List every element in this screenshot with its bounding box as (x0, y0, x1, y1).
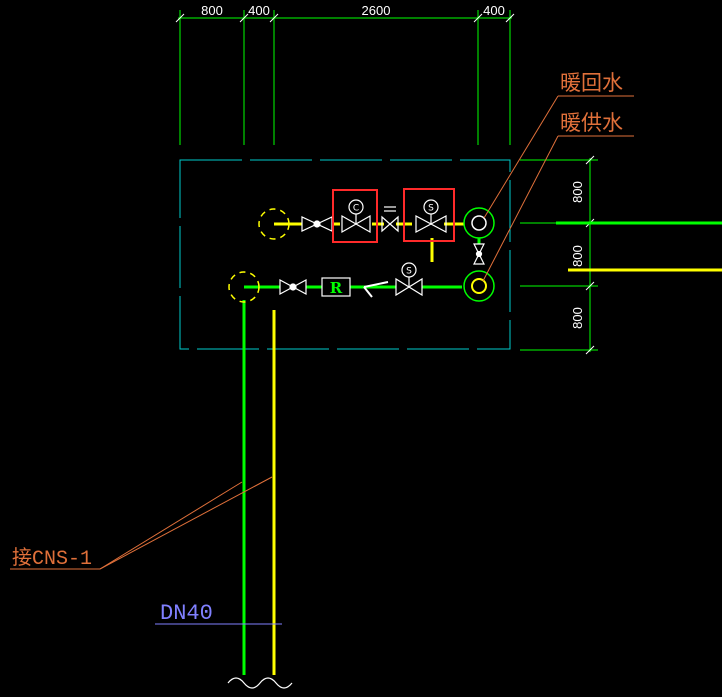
pipe-size-label: DN40 (160, 601, 213, 626)
supply-solenoid-valve-icon (395, 262, 423, 297)
supply-riser-right (463, 270, 495, 302)
control-valve-highlight (332, 189, 378, 243)
dim-top-3: 2600 (362, 3, 391, 18)
supply-riser-circle (228, 271, 260, 303)
bypass-valve-icon (473, 238, 485, 265)
top-dimension-chain (175, 10, 515, 145)
supply-label-leader (482, 135, 634, 282)
gate-valve-icon (301, 216, 333, 232)
dim-top-4: 400 (483, 3, 505, 18)
strainer-box (321, 277, 351, 297)
pit-outline (179, 159, 511, 350)
strainer-label: R (330, 279, 343, 297)
break-line (227, 677, 293, 689)
dim-right-2: 800 (570, 245, 585, 267)
y-filter-icon (363, 281, 389, 298)
dim-top-2: 400 (248, 3, 270, 18)
supply-solenoid-valve-label: S (406, 267, 412, 277)
right-dimension-chain (520, 155, 598, 355)
supply-pipe-run (242, 221, 722, 675)
dim-right-1: 800 (570, 181, 585, 203)
return-label-leader (483, 95, 634, 219)
check-valve-icon (381, 206, 399, 233)
solenoid-valve-label: S (428, 204, 434, 214)
dim-right-3: 800 (570, 307, 585, 329)
solenoid-valve-icon (415, 199, 447, 233)
heating-supply-label: 暖供水 (560, 111, 623, 135)
solenoid-valve-highlight (403, 188, 455, 242)
return-riser-circle (258, 208, 290, 240)
control-valve-icon (341, 199, 371, 234)
supply-gate-valve-icon (279, 278, 307, 296)
return-riser-right (463, 207, 495, 239)
heating-return-label: 暖回水 (560, 71, 623, 95)
control-valve-label: C (353, 204, 359, 214)
connect-note-leader (10, 476, 273, 570)
connect-note: 接CNS-1 (12, 546, 92, 571)
dim-top-1: 800 (201, 3, 223, 18)
